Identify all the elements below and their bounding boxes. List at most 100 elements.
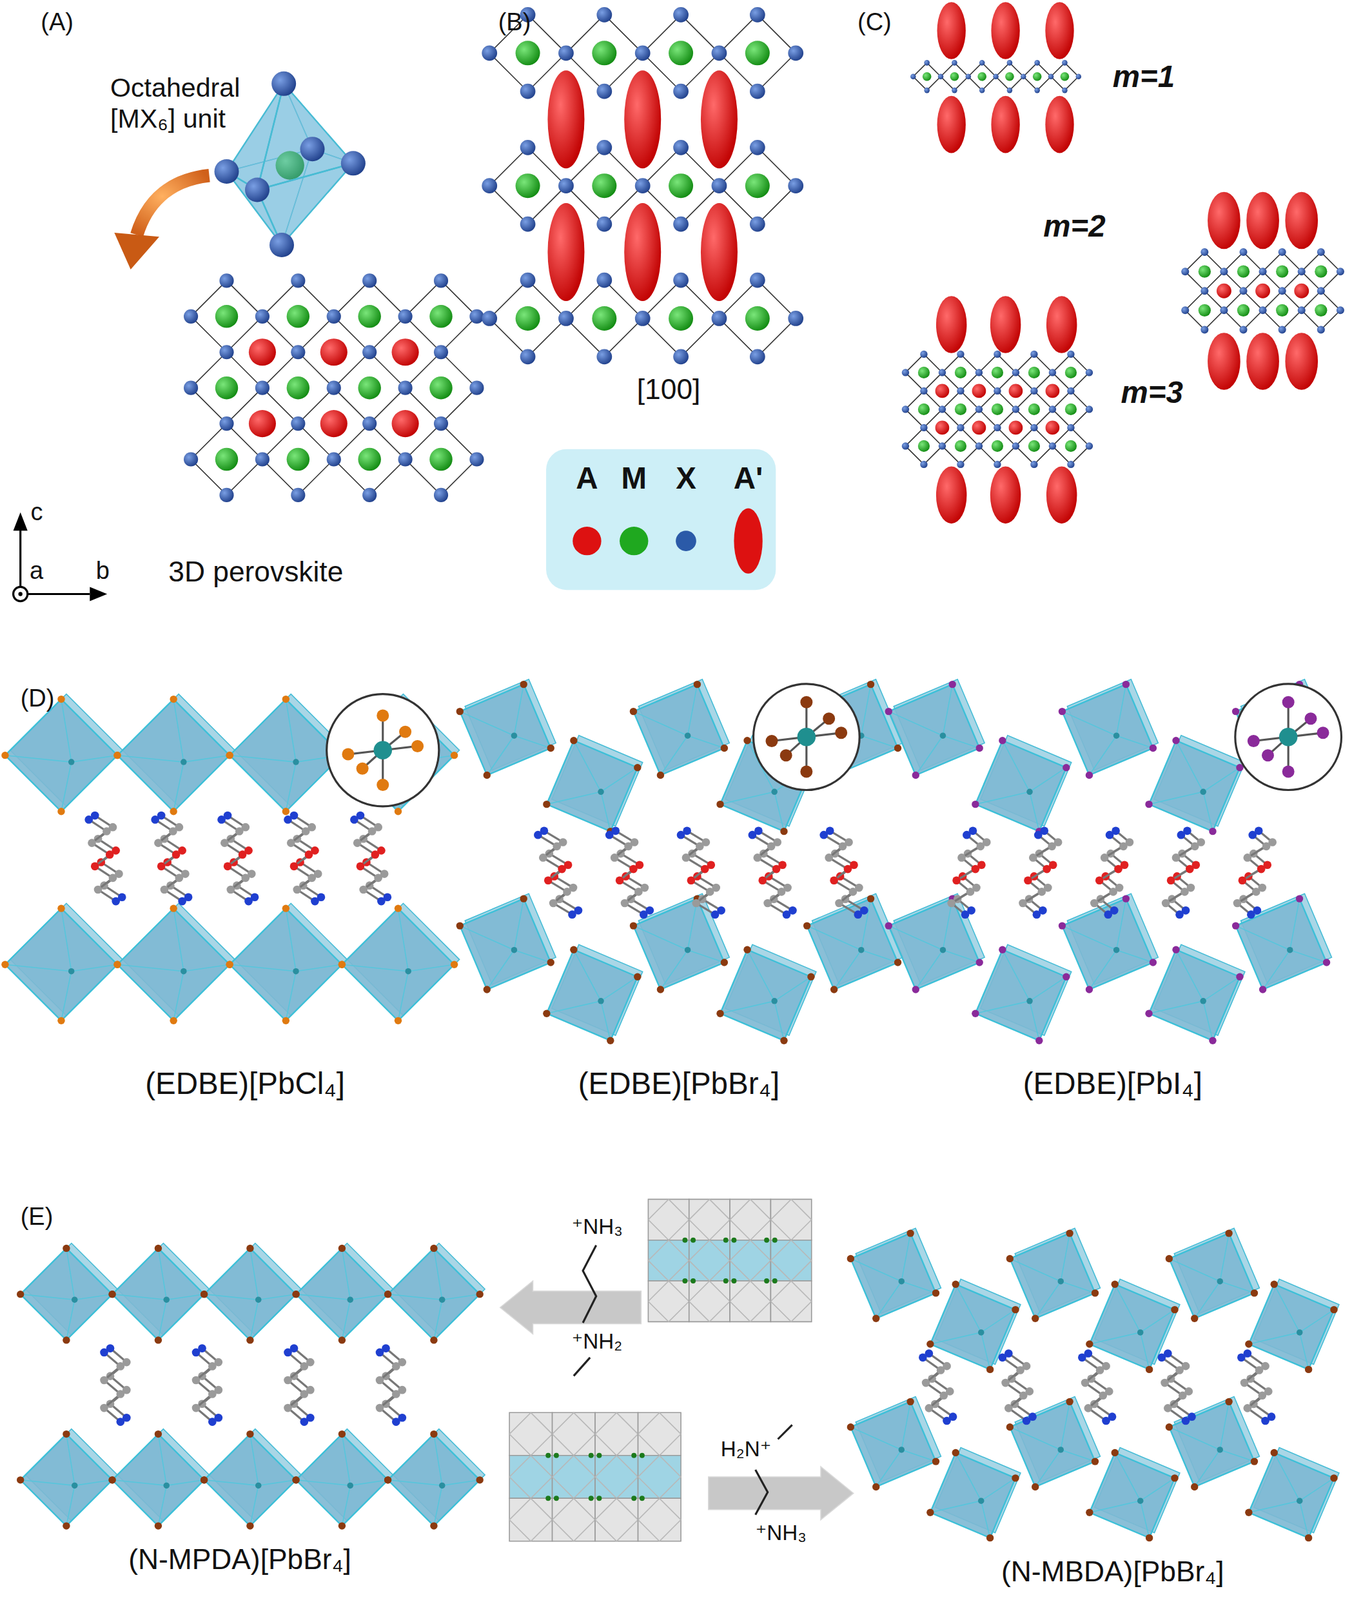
lattice-octahedron-inner: [689, 1281, 730, 1322]
molecule-atom: [758, 876, 767, 885]
halide-atom: [1067, 424, 1075, 432]
octahedron: [542, 735, 643, 836]
halide-atom: [57, 695, 65, 703]
octahedron-edge: [20, 1294, 75, 1301]
metal-atom: [1028, 440, 1040, 452]
metal-atom: [357, 304, 381, 328]
inset-halide: [765, 735, 778, 748]
halide-atom: [830, 985, 838, 993]
halide-atom: [1304, 1366, 1313, 1374]
molecule-atom: [947, 899, 956, 908]
lead-atom: [1026, 998, 1033, 1005]
octahedron-edge: [117, 755, 184, 763]
molecule-atom: [1019, 1391, 1028, 1400]
octahedron-outline: [333, 423, 406, 496]
halide-atom: [255, 381, 270, 396]
metal-atom: [1028, 403, 1040, 416]
halide-atom: [956, 350, 964, 358]
molecule-atom: [301, 827, 311, 836]
halide-atom: [1076, 73, 1082, 80]
octahedron-edge: [546, 1001, 601, 1014]
lead-atom: [858, 947, 865, 954]
halide-atom: [885, 707, 893, 716]
halide-atom: [1190, 1483, 1198, 1491]
molecule-atom: [157, 862, 166, 871]
halide-atom: [1317, 248, 1325, 256]
halide-atom: [1048, 405, 1057, 413]
molecule-atom: [292, 885, 302, 895]
halide-atom: [469, 381, 484, 396]
a-site-dot: [596, 1453, 602, 1459]
a-site-dot: [545, 1495, 551, 1501]
panel-label: (A): [40, 8, 74, 37]
molecule-atom: [1001, 1379, 1010, 1388]
octahedron-outline: [718, 14, 796, 92]
molecule-bonds: [360, 815, 388, 898]
octahedron-outline: [1185, 252, 1224, 291]
halide-atom: [113, 961, 121, 969]
halide-atom: [749, 216, 766, 233]
halide-atom: [932, 1457, 940, 1465]
octahedron-face: [20, 1248, 113, 1340]
octahedron-outline: [333, 352, 406, 424]
organic-molecule: [150, 811, 193, 906]
halide-atom: [433, 488, 449, 503]
octahedron-edge: [888, 711, 943, 737]
halide-atom: [1172, 946, 1180, 954]
octahedron: [456, 679, 557, 780]
octahedron-face: [1248, 1453, 1334, 1539]
halide-atom: [1244, 1340, 1253, 1348]
molecule-atom: [87, 838, 97, 848]
halide-atom: [1149, 958, 1157, 966]
octahedron-edge: [157, 1485, 167, 1527]
halide-atom: [1145, 1366, 1153, 1374]
lead-atom: [346, 1296, 354, 1304]
octahedron-edge: [1194, 1281, 1221, 1320]
halide-atom: [1048, 442, 1057, 450]
molecule-atom: [763, 899, 772, 908]
octahedron-edge: [1002, 740, 1030, 793]
perovskite-lattice: [910, 59, 1082, 93]
lattice-octahedron-inner: [770, 1240, 812, 1282]
octahedron-edge: [66, 1248, 75, 1300]
molecule-atom: [782, 910, 792, 919]
halide-atom: [219, 273, 234, 288]
halide-atom: [1225, 1229, 1233, 1237]
halide-atom: [169, 695, 177, 703]
metal-atom: [977, 72, 987, 82]
octahedron-edge: [546, 791, 601, 804]
octahedron-edge: [173, 762, 184, 812]
structure-label: (EDBE)[PbCl₄]: [145, 1067, 345, 1103]
organic-molecule: [1233, 826, 1277, 919]
molecule-atom: [244, 897, 253, 906]
halide-atom: [920, 387, 928, 395]
structure-label: m=1: [1112, 59, 1175, 95]
molecule-atom: [1090, 899, 1099, 908]
halide-atom: [993, 387, 1001, 395]
a-site-cation: [1216, 283, 1232, 299]
octahedron-face: [888, 898, 980, 990]
molecule-bonds: [353, 819, 382, 902]
halide-atom: [986, 1366, 994, 1374]
octahedron-edge: [774, 976, 812, 1002]
octahedron-edge: [807, 925, 862, 951]
halide-atom: [1304, 1534, 1313, 1542]
octahedron-front-face: [257, 163, 354, 245]
molecule-atom: [695, 842, 705, 851]
inset-halide: [399, 725, 412, 739]
metal-atom: [591, 40, 617, 66]
a-site-cation: [1293, 283, 1309, 299]
octahedron-edge: [250, 1299, 259, 1341]
halide-atom: [975, 368, 983, 376]
halide-atom: [271, 71, 296, 97]
halide-atom: [1030, 460, 1038, 469]
halide-atom: [341, 150, 366, 176]
molecule-atom: [208, 1417, 217, 1427]
inset-lead: [1279, 727, 1298, 747]
octahedron-edge: [720, 1001, 775, 1014]
molecule-atom: [767, 842, 776, 851]
octahedron-outline: [1052, 390, 1089, 428]
octahedron-edge: [1061, 925, 1117, 951]
octahedron-edge: [1194, 1450, 1221, 1488]
halide-atom: [971, 1010, 979, 1018]
